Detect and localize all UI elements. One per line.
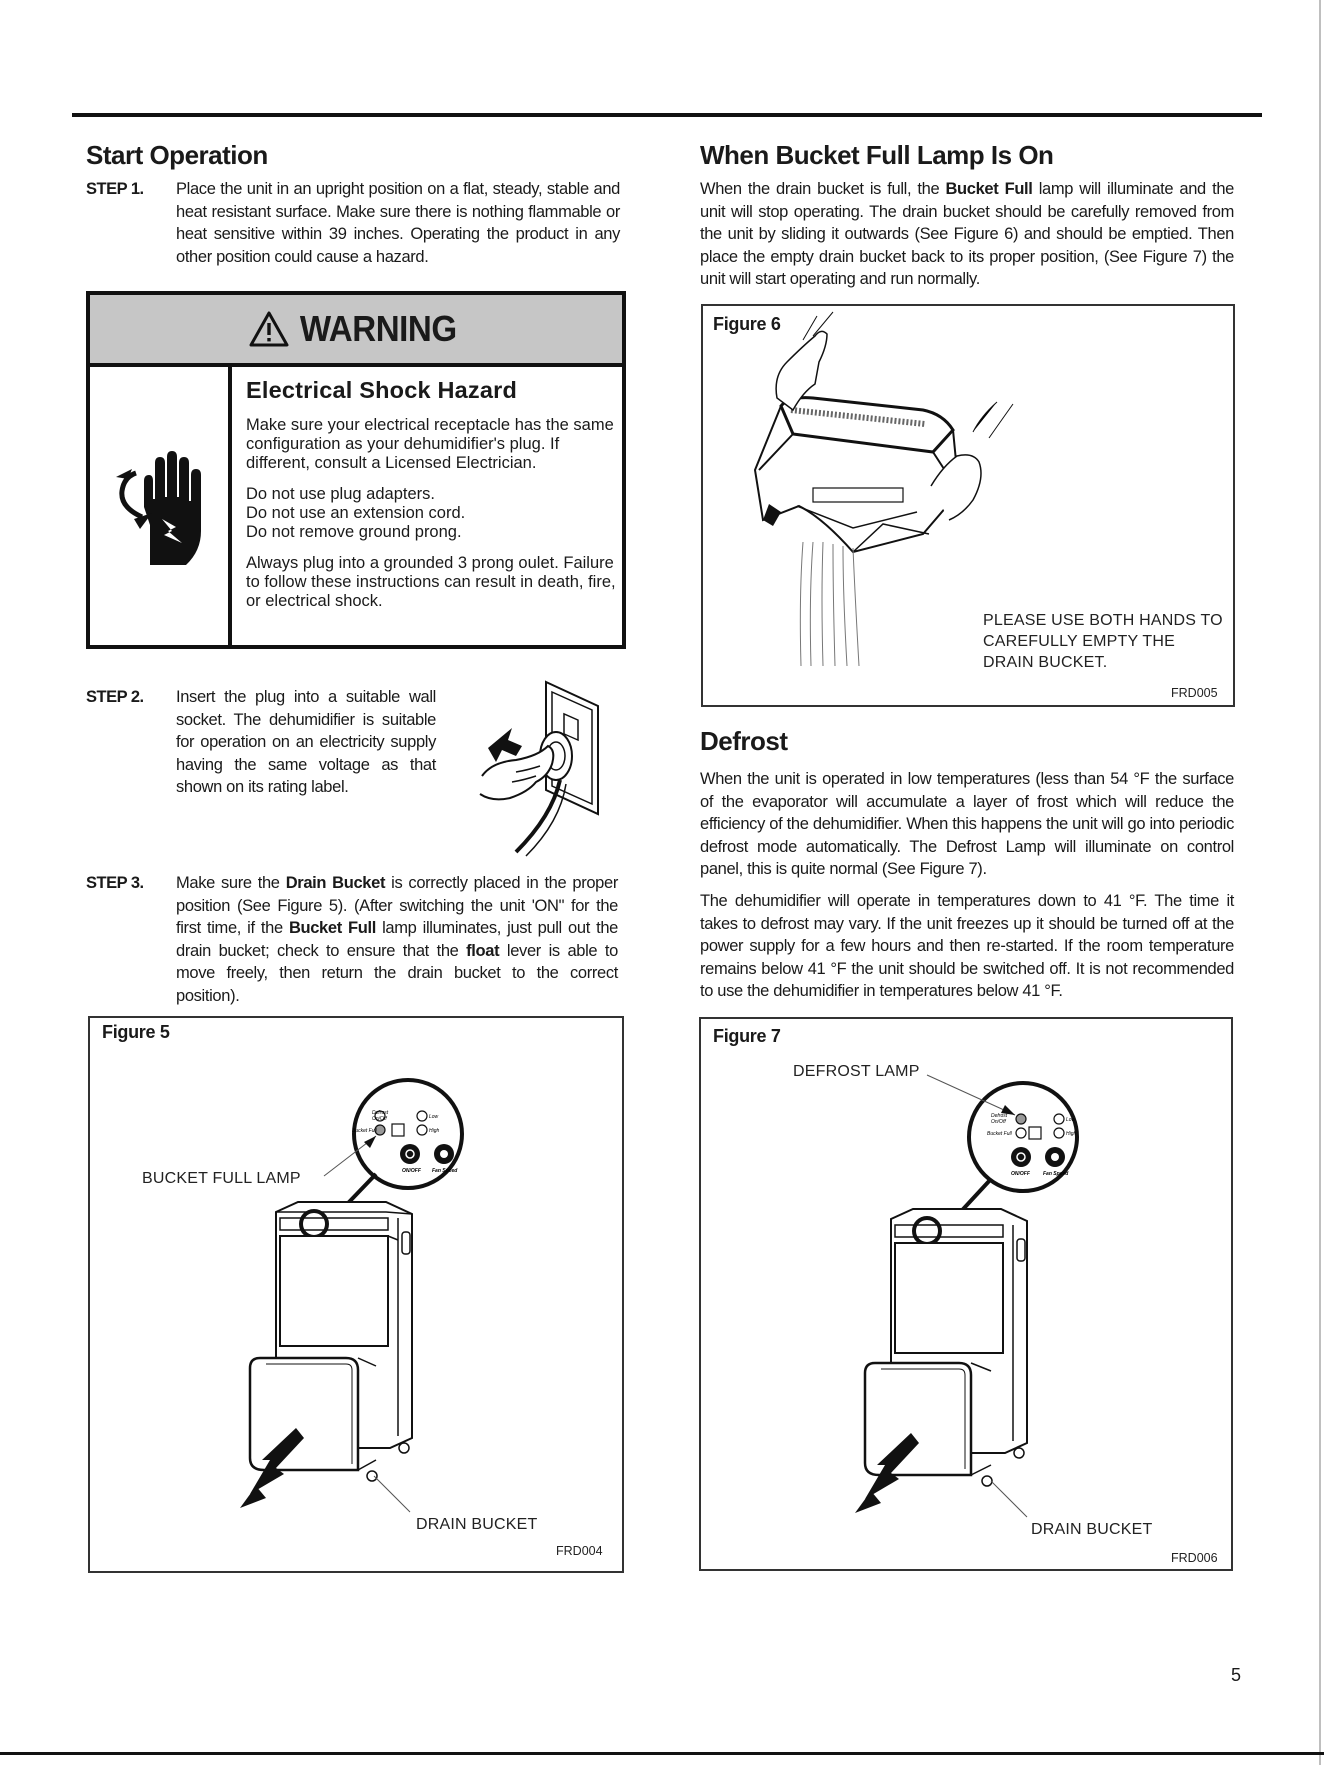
figure5-panel-defrost-label: Defrost (372, 1110, 389, 1116)
figure7-panel-defrost-label: Defrost (991, 1113, 1008, 1119)
bottom-rule (0, 1752, 1324, 1755)
figure5-panel-fanspeed-label: Fan Speed (432, 1168, 458, 1174)
step1-text: Place the unit in an upright position on… (176, 180, 620, 266)
figure5-panel-high-label: High (429, 1128, 440, 1134)
defrost-text-2: The dehumidifier will operate in tempera… (700, 892, 1234, 1001)
plug-into-socket-illustration (479, 680, 599, 857)
step3-text-d: lever is able to move freely, then retur… (176, 941, 618, 1005)
warning-triangle-icon (249, 311, 289, 347)
figure7-code: FRD006 (1171, 1551, 1218, 1565)
step1-label: STEP 1. (86, 180, 144, 198)
defrost-text-1: When the unit is operated in low tempera… (700, 770, 1234, 879)
bucket-full-text-b: lamp will illuminate and the unit will s… (700, 180, 1234, 289)
warning-subtitle: Electrical Shock Hazard (246, 377, 518, 403)
figure7-panel-high-label: High (1066, 1131, 1077, 1137)
figure5-code: FRD004 (556, 1544, 603, 1558)
step3-float-bold: float (466, 941, 500, 960)
shock-icon-column (90, 367, 232, 645)
bucket-full-heading: When Bucket Full Lamp Is On (700, 140, 1054, 170)
page-edge (1319, 0, 1321, 1765)
figure7-panel-fanspeed-label: Fan Speed (1043, 1171, 1069, 1177)
figure7-defrost-lamp-callout: DEFROST LAMP (793, 1063, 920, 1080)
figure6-code: FRD005 (1171, 686, 1218, 700)
figure5-panel-low-label: Low (429, 1114, 439, 1120)
figure5-panel-onoff-small: On/Off (372, 1116, 387, 1122)
figure7-panel-low-label: Low (1066, 1117, 1076, 1123)
step3-label: STEP 3. (86, 874, 144, 892)
figure6-emptying-bucket-illustration (753, 311, 1014, 667)
figure5-dehumidifier-illustration: Defrost On/Off Bucket Full Low High ON/O… (240, 1078, 464, 1513)
bucket-full-text-a: When the drain bucket is full, the (700, 180, 946, 198)
step3-text-a: Make sure the (176, 874, 286, 892)
step3-text-c: lamp illuminates, just pull out the drai… (176, 919, 618, 960)
figure5-panel-onoff-label: ON/OFF (402, 1168, 422, 1174)
figure7-panel-onoff-label: ON/OFF (1011, 1171, 1031, 1177)
step3-bucket-full-bold: Bucket Full (288, 919, 376, 938)
top-rule (72, 113, 1262, 117)
step3-text-b: is correctly placed in the proper positi… (176, 874, 618, 938)
warning-box: WARNING Electrical Shock Hazard Make sur… (86, 291, 626, 649)
figure6-title: Figure 6 (713, 314, 781, 334)
step3-drain-bucket-bold: Drain Bucket (285, 874, 386, 892)
figure6-box: Figure 6 PLEASE USE BOTH HANDS TO CAREFU… (701, 304, 1235, 707)
figure6-note: PLEASE USE BOTH HANDS TO CAREFULLY EMPTY… (983, 612, 1223, 671)
bucket-full-bold: Bucket Full (945, 180, 1033, 198)
step3-text: Make sure the Drain Bucket is correctly … (176, 872, 618, 1008)
figure7-panel-onoff-small: On/Off (991, 1119, 1006, 1125)
figure7-box: Figure 7 DEFROST LAMP DRAIN BUCKET FRD00… (699, 1017, 1233, 1571)
warning-header: WARNING (90, 295, 622, 367)
figure7-panel-bucketfull-label: Bucket Full (987, 1131, 1013, 1137)
figure5-panel-bucketfull-label: Bucket Full (352, 1128, 378, 1134)
warning-receptacle-text: Make sure your electrical receptacle has… (246, 416, 614, 472)
page-number: 5 (1231, 1665, 1242, 1685)
figure7-title: Figure 7 (713, 1026, 781, 1046)
electrical-shock-hand-icon (116, 451, 201, 565)
figure7-drain-bucket-callout: DRAIN BUCKET (1031, 1521, 1153, 1538)
start-operation-heading: Start Operation (86, 140, 268, 170)
warning-body: Electrical Shock Hazard Make sure your e… (246, 377, 616, 623)
warning-line-adapters: Do not use plug adapters. (246, 485, 435, 503)
warning-title: WARNING (299, 308, 457, 349)
figure5-box: Figure 5 BUCKET FULL LAMP DRAIN BUCKET F… (88, 1016, 624, 1573)
bucket-full-text: When the drain bucket is full, the Bucke… (700, 178, 1234, 291)
figure5-bucket-full-lamp-callout: BUCKET FULL LAMP (142, 1170, 301, 1187)
warning-line-ground: Do not remove ground prong. (246, 523, 462, 541)
figure5-drain-bucket-callout: DRAIN BUCKET (416, 1516, 538, 1533)
defrost-heading: Defrost (700, 726, 788, 756)
warning-line-extension: Do not use an extension cord. (246, 504, 466, 522)
warning-grounded-text: Always plug into a grounded 3 prong oule… (246, 554, 616, 610)
figure7-dehumidifier-illustration: Defrost On/Off Bucket Full Low High ON/O… (855, 1074, 1079, 1518)
step2-text: Insert the plug into a suitable wall soc… (176, 688, 436, 797)
figure5-title: Figure 5 (102, 1022, 170, 1042)
step2-label: STEP 2. (86, 688, 144, 706)
